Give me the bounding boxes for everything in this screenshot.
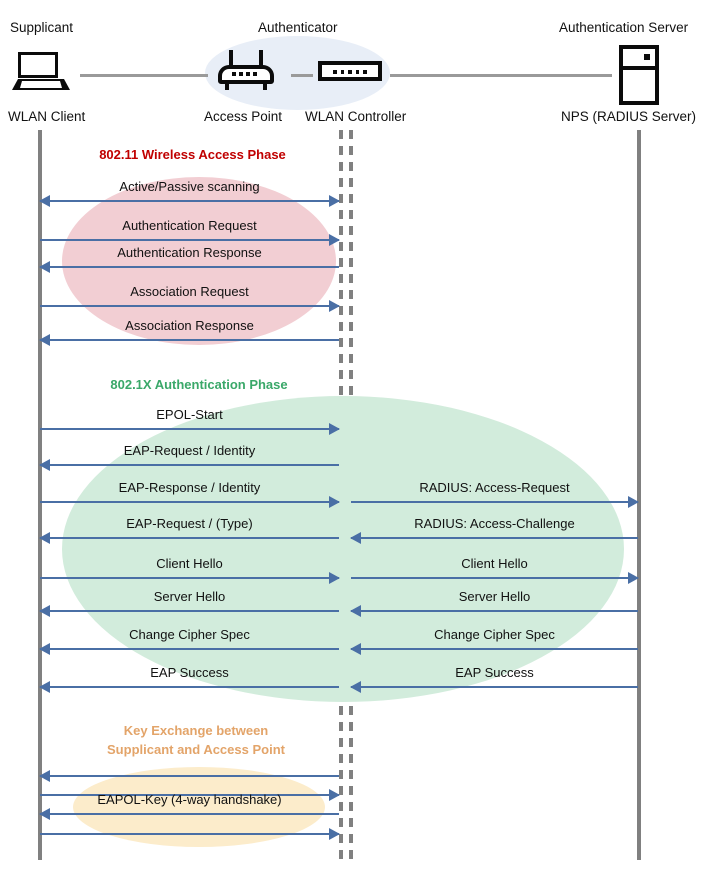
arrowhead-left-icon: [39, 334, 50, 346]
arrowhead-right-icon: [329, 195, 340, 207]
message-line: [40, 339, 339, 341]
message-label: Server Hello: [153, 589, 226, 604]
arrowhead-right-icon: [329, 572, 340, 584]
arrowhead-left-icon: [350, 532, 361, 544]
message-label: Server Hello: [458, 589, 531, 604]
arrowhead-right-icon: [628, 496, 639, 508]
arrowhead-left-icon: [39, 195, 50, 207]
arrowhead-left-icon: [39, 261, 50, 273]
phase-label-key-exchange-line2: Supplicant and Access Point: [107, 742, 285, 757]
arrowhead-left-icon: [39, 808, 50, 820]
message-line: [40, 577, 339, 579]
server-icon: [619, 45, 659, 105]
access-point-icon: [218, 50, 274, 90]
connector-client-to-ap: [80, 74, 208, 77]
message-line: [351, 501, 638, 503]
phase-label-wireless-access: 802.11 Wireless Access Phase: [99, 147, 286, 162]
message-label: Client Hello: [461, 556, 528, 571]
message-label: RADIUS: Access-Challenge: [414, 516, 575, 531]
phase-label-dot1x-authentication: 802.1X Authentication Phase: [110, 377, 288, 392]
arrowhead-left-icon: [350, 643, 361, 655]
message-label: EAP-Request / (Type): [126, 516, 253, 531]
message-label: Client Hello: [156, 556, 223, 571]
message-label: EPOL-Start: [156, 407, 223, 422]
arrowhead-left-icon: [39, 532, 50, 544]
arrowhead-left-icon: [39, 459, 50, 471]
arrowhead-left-icon: [350, 681, 361, 693]
phase-label-key-exchange: Key Exchange between Supplicant and Acce…: [96, 721, 296, 759]
message-line: [40, 464, 339, 466]
message-line: [40, 610, 339, 612]
actor-device-access-point: Access Point: [204, 109, 283, 124]
message-line: [40, 813, 339, 815]
message-label: Change Cipher Spec: [434, 627, 555, 642]
arrowhead-right-icon: [329, 234, 340, 246]
lifeline-supplicant: [38, 130, 42, 860]
arrowhead-right-icon: [329, 828, 340, 840]
message-label: Association Response: [125, 318, 254, 333]
arrowhead-left-icon: [39, 605, 50, 617]
arrowhead-left-icon: [39, 770, 50, 782]
message-label: EAP-Response / Identity: [118, 480, 261, 495]
message-line: [40, 537, 339, 539]
message-line: [40, 266, 339, 268]
actor-device-nps-radius: NPS (RADIUS Server): [561, 109, 697, 124]
phase-ellipse-wireless-access: [62, 177, 336, 345]
message-line: [40, 200, 339, 202]
actor-role-supplicant: Supplicant: [10, 20, 74, 35]
message-label: Change Cipher Spec: [129, 627, 250, 642]
message-label: EAPOL-Key (4-way handshake): [97, 792, 282, 807]
message-label: Authentication Response: [117, 245, 262, 260]
message-line: [40, 648, 339, 650]
arrowhead-left-icon: [39, 681, 50, 693]
connector-ap-to-controller: [291, 74, 313, 77]
message-label: Association Request: [130, 284, 249, 299]
arrowhead-right-icon: [329, 300, 340, 312]
message-label: EAP-Request / Identity: [123, 443, 256, 458]
laptop-icon: [12, 52, 70, 90]
actor-device-wlan-controller: WLAN Controller: [305, 109, 407, 124]
arrowhead-right-icon: [329, 423, 340, 435]
connector-controller-to-server: [390, 74, 612, 77]
arrowhead-right-icon: [329, 789, 340, 801]
message-label: Active/Passive scanning: [119, 179, 260, 194]
lifeline-auth-server: [637, 130, 641, 860]
message-line: [40, 794, 339, 796]
actor-role-authenticator: Authenticator: [258, 20, 338, 35]
message-line: [351, 610, 638, 612]
phase-ellipse-key-exchange: [73, 767, 325, 847]
message-line: [40, 239, 339, 241]
arrowhead-left-icon: [350, 605, 361, 617]
actor-device-wlan-client: WLAN Client: [8, 109, 86, 124]
arrowhead-right-icon: [329, 496, 340, 508]
actor-role-authentication-server: Authentication Server: [559, 20, 689, 35]
message-line: [351, 648, 638, 650]
message-line: [40, 686, 339, 688]
message-label: RADIUS: Access-Request: [419, 480, 570, 495]
message-label: Authentication Request: [122, 218, 257, 233]
message-line: [40, 775, 339, 777]
message-line: [40, 833, 339, 835]
message-line: [351, 577, 638, 579]
arrowhead-left-icon: [39, 643, 50, 655]
message-line: [40, 501, 339, 503]
phase-label-key-exchange-line1: Key Exchange between: [123, 723, 269, 738]
message-label: EAP Success: [455, 665, 534, 680]
message-line: [351, 686, 638, 688]
message-line: [351, 537, 638, 539]
wlan-controller-icon: [318, 61, 382, 81]
message-label: EAP Success: [150, 665, 229, 680]
arrowhead-right-icon: [628, 572, 639, 584]
phase-ellipse-dot1x-authentication: [62, 396, 624, 702]
message-line: [40, 305, 339, 307]
message-line: [40, 428, 339, 430]
